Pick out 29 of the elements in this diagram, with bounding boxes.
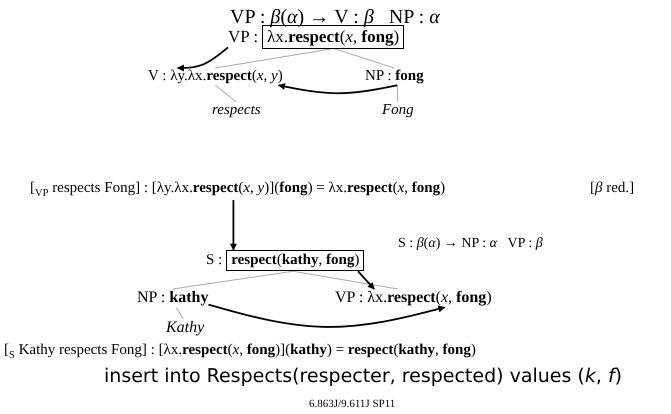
- tree-branch-line: [176, 306, 184, 320]
- tree-node-label: V : λy.λx.respect(x, y): [148, 68, 283, 86]
- footer-text: 6.863J/9.611J SP11: [309, 398, 396, 411]
- tree-node-label: VP : λx.respect(x, fong): [335, 289, 492, 308]
- arrow: [176, 46, 229, 72]
- sql-statement: insert into Respects(respecter, respected) values (k, f): [104, 366, 622, 388]
- semantic-term-box: respect(kathy, fong): [226, 250, 364, 272]
- tree-branch-line: [214, 48, 334, 68]
- rule-text: S : β(α) → NP : α VP : β: [398, 236, 543, 252]
- arrow: [357, 270, 375, 290]
- tree-branch-line: [292, 270, 398, 290]
- tree-node-label: [$_{S}$ Kathy respects Fong] : [λx.respect(x, fong)](kathy) = respect(kathy, fong): [4, 342, 476, 362]
- note-text: [β red.]: [590, 180, 634, 198]
- tree-branch-line: [172, 270, 294, 290]
- tree-node-label: NP : kathy: [137, 289, 208, 308]
- tree-node-label: NP : fong: [365, 68, 424, 86]
- tree-branch-line: [396, 84, 398, 102]
- tree-node-label: respects: [212, 102, 261, 120]
- arrow: [230, 200, 237, 251]
- category-label: VP :: [228, 27, 258, 47]
- tree-node-label: Fong: [382, 102, 414, 120]
- tree-branch-line: [214, 84, 237, 102]
- arrow: [208, 304, 446, 328]
- tree-node-label: [$_{VP}$ respects Fong] : [λy.λx.respect(x, y)](fong) = λx.respect(x, fong): [30, 180, 446, 200]
- semantic-term-box: λx.respect(x, fong): [262, 25, 404, 49]
- tree-branch-line: [333, 48, 395, 68]
- tree-node-label: Kathy: [166, 319, 204, 338]
- category-label: S :: [206, 252, 222, 270]
- arrow: [278, 83, 398, 94]
